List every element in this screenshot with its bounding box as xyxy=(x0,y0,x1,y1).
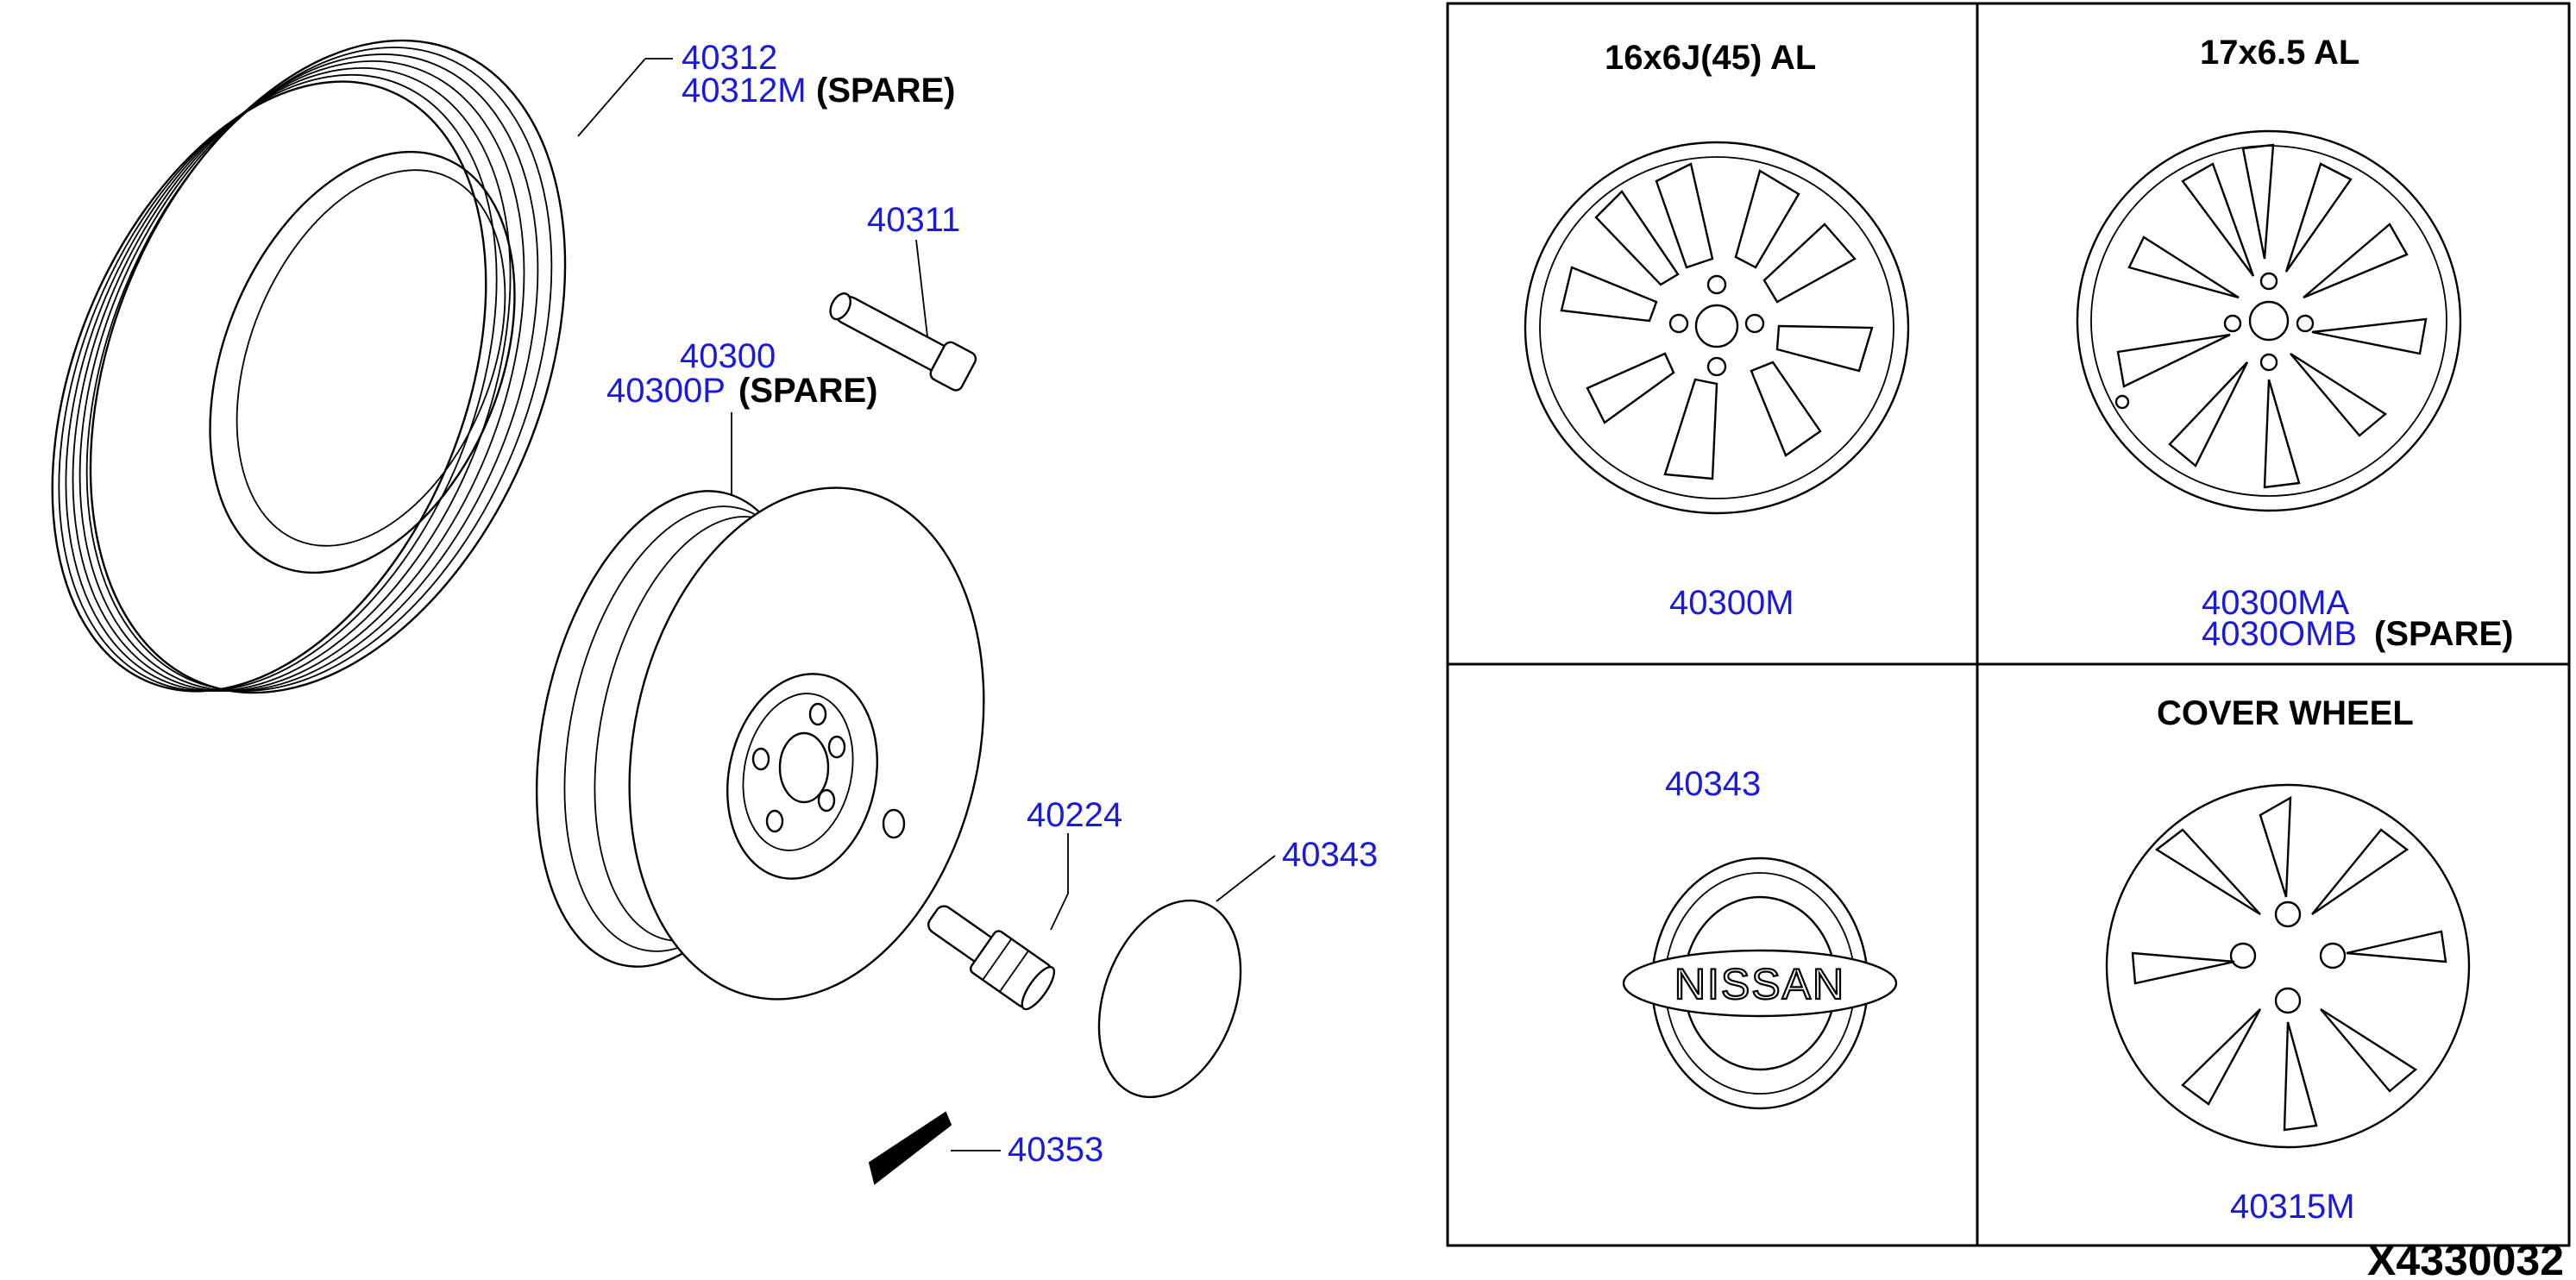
part-label-40312: 40312 xyxy=(682,39,777,77)
part-label-40343: 40343 xyxy=(1282,836,1378,874)
cap-illustration xyxy=(1097,899,1242,1099)
alloy-wheel-16-illustration xyxy=(1524,141,1910,515)
balance-weight-illustration xyxy=(868,1108,952,1185)
spare-note-40312m: (SPARE) xyxy=(816,72,955,110)
part-label-40300m: 40300M xyxy=(1669,584,1794,622)
diagram-code: X4330032 xyxy=(2367,1236,2564,1280)
panel-title-alloy16: 16x6J(45) AL xyxy=(1605,39,1816,77)
part-label-40353: 40353 xyxy=(1008,1131,1103,1169)
panel-title-alloy17: 17x6.5 AL xyxy=(2200,34,2359,72)
nut-illustration xyxy=(927,905,1056,1011)
part-label-40312m: 40312M xyxy=(682,72,807,110)
panel-part-label-40343: 40343 xyxy=(1665,765,1761,803)
part-label-40300p: 40300P xyxy=(606,372,726,410)
alloy-wheel-17-illustration xyxy=(2076,129,2462,512)
spare-note-40300p: (SPARE) xyxy=(738,372,877,410)
leader-40311 xyxy=(915,239,928,337)
valve-illustration xyxy=(829,292,977,392)
nissan-logo-text: NISSAN xyxy=(1674,960,1845,1008)
part-label-40300mb-fragment: 4030OMB xyxy=(2202,615,2357,653)
part-label-40300ma: 40300MA xyxy=(2202,584,2350,622)
nissan-center-cap-illustration: NISSAN xyxy=(1622,856,1898,1110)
wheel-illustration xyxy=(535,486,985,1001)
part-label-40311: 40311 xyxy=(867,201,960,239)
options-table xyxy=(1446,2,2571,1247)
panel-title-cover-wheel: COVER WHEEL xyxy=(2157,694,2414,732)
spare-note-40300mb: (SPARE) xyxy=(2374,615,2513,653)
leader-40224 xyxy=(1050,833,1069,931)
part-label-40315m: 40315M xyxy=(2230,1188,2355,1226)
part-label-40300: 40300 xyxy=(680,337,776,375)
leader-40312 xyxy=(577,58,646,137)
leader-40343 xyxy=(1216,855,1276,902)
cover-wheel-illustration xyxy=(2105,783,2471,1149)
part-label-40224: 40224 xyxy=(1027,796,1122,834)
tire-illustration xyxy=(51,39,567,694)
